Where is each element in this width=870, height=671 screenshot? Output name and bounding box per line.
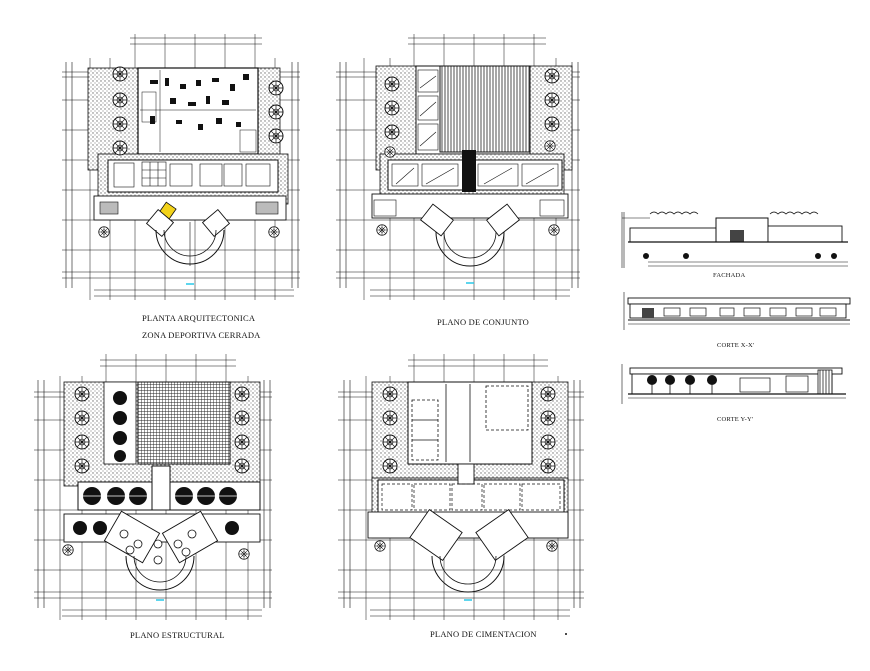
fachada-title: FACHADA [713,272,746,279]
plano-cimentacion-title: PLANO DE CIMENTACION [430,629,537,639]
elevation-fachada [621,211,848,268]
corte-y-title: CORTE Y-Y' [717,416,754,423]
plan-conjunto [336,34,580,300]
planta-arquitectonica-title: PLANTA ARQUITECTONICA [142,313,256,323]
plan-cimentacion [338,354,584,620]
plan-arquitectonica [62,34,300,300]
section-corte-x [623,292,851,330]
zona-deportiva-subtitle: ZONA DEPORTIVA CERRADA [142,330,261,340]
plano-conjunto-title: PLANO DE CONJUNTO [437,317,530,327]
section-corte-y [621,364,846,404]
stray-dot [565,633,567,635]
corte-x-title: CORTE X-X' [717,342,755,349]
plan-estructural [34,354,272,620]
plano-estructural-title: PLANO ESTRUCTURAL [130,630,225,640]
